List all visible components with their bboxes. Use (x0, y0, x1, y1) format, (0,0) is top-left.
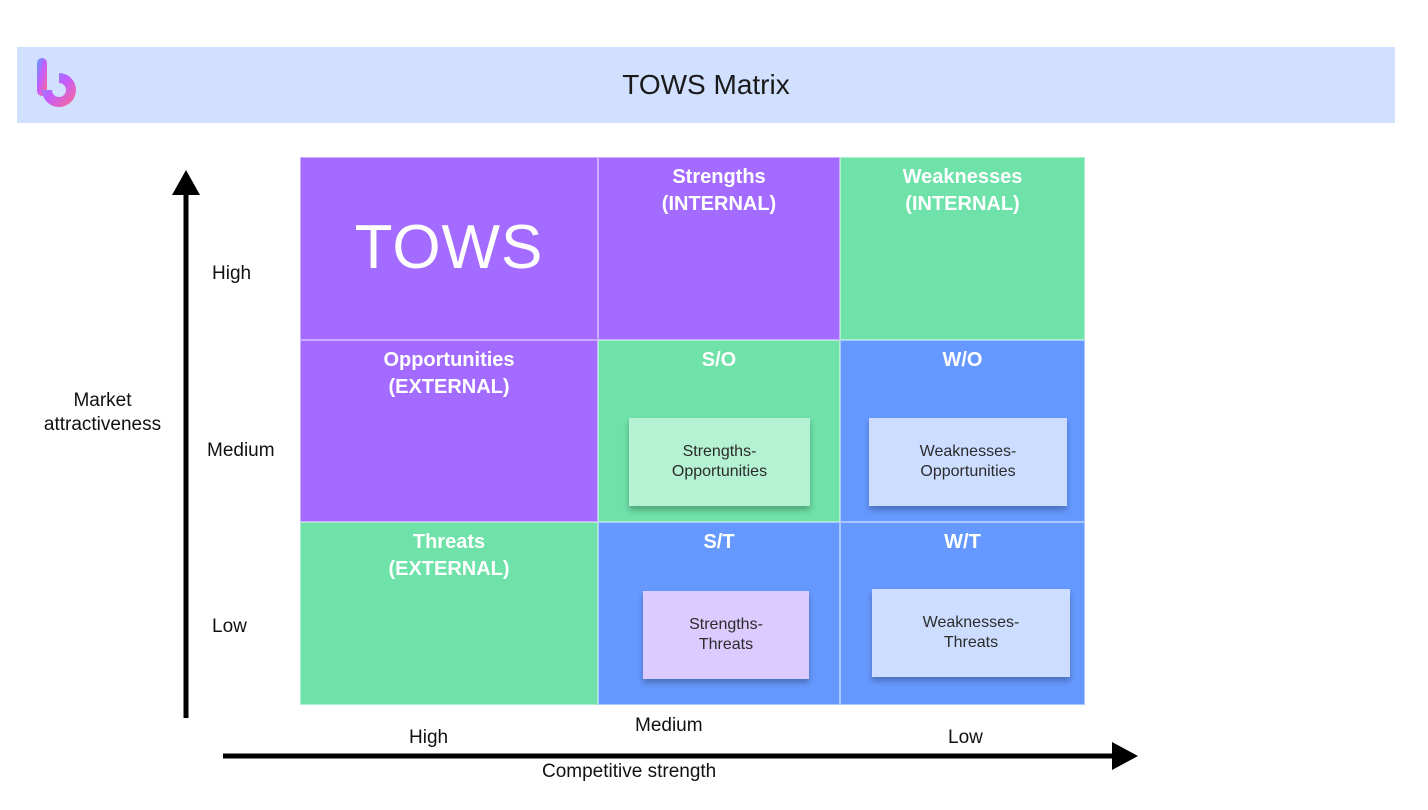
st-title: S/T (703, 531, 735, 553)
strengths-header: Strengths (INTERNAL) (661, 166, 777, 215)
wo-sticky-note[interactable]: Weaknesses- Opportunities (869, 418, 1067, 506)
y-level-low: Low (212, 616, 247, 637)
tows-corner-label: TOWS (354, 213, 544, 282)
page-title: TOWS Matrix (622, 69, 790, 100)
strengths-header-cell: Strengths (INTERNAL) (598, 157, 840, 340)
st-sticky-note[interactable]: Strengths- Threats (643, 591, 809, 679)
x-level-high: High (409, 727, 449, 748)
b-logo-icon (37, 58, 76, 107)
y-level-high: High (212, 263, 252, 284)
tows-matrix: TOWS Strengths (INTERNAL) Weaknesses (IN… (300, 157, 1085, 705)
opportunities-header-cell: Opportunities (EXTERNAL) (300, 340, 598, 522)
y-axis-title: Market attractiveness (43, 390, 162, 435)
x-level-low: Low (948, 727, 983, 748)
x-axis-arrow (223, 742, 1138, 770)
so-sticky-note[interactable]: Strengths- Opportunities (629, 418, 810, 506)
weaknesses-header: Weaknesses (INTERNAL) (902, 166, 1023, 215)
x-level-medium: Medium (635, 715, 703, 736)
weaknesses-header-cell: Weaknesses (INTERNAL) (840, 157, 1085, 340)
wt-title: W/T (944, 531, 981, 553)
header-bar: TOWS Matrix (17, 47, 1395, 123)
opportunities-header: Opportunities (EXTERNAL) (383, 349, 515, 398)
so-title: S/O (701, 349, 737, 371)
y-axis-arrow (172, 170, 200, 718)
corner-cell: TOWS (300, 157, 598, 340)
threats-header: Threats (EXTERNAL) (388, 531, 510, 580)
wo-title: W/O (942, 349, 983, 371)
threats-header-cell: Threats (EXTERNAL) (300, 522, 598, 705)
y-level-medium: Medium (207, 440, 275, 461)
x-axis-title: Competitive strength (542, 761, 717, 782)
wt-sticky-note[interactable]: Weaknesses- Threats (872, 589, 1070, 677)
